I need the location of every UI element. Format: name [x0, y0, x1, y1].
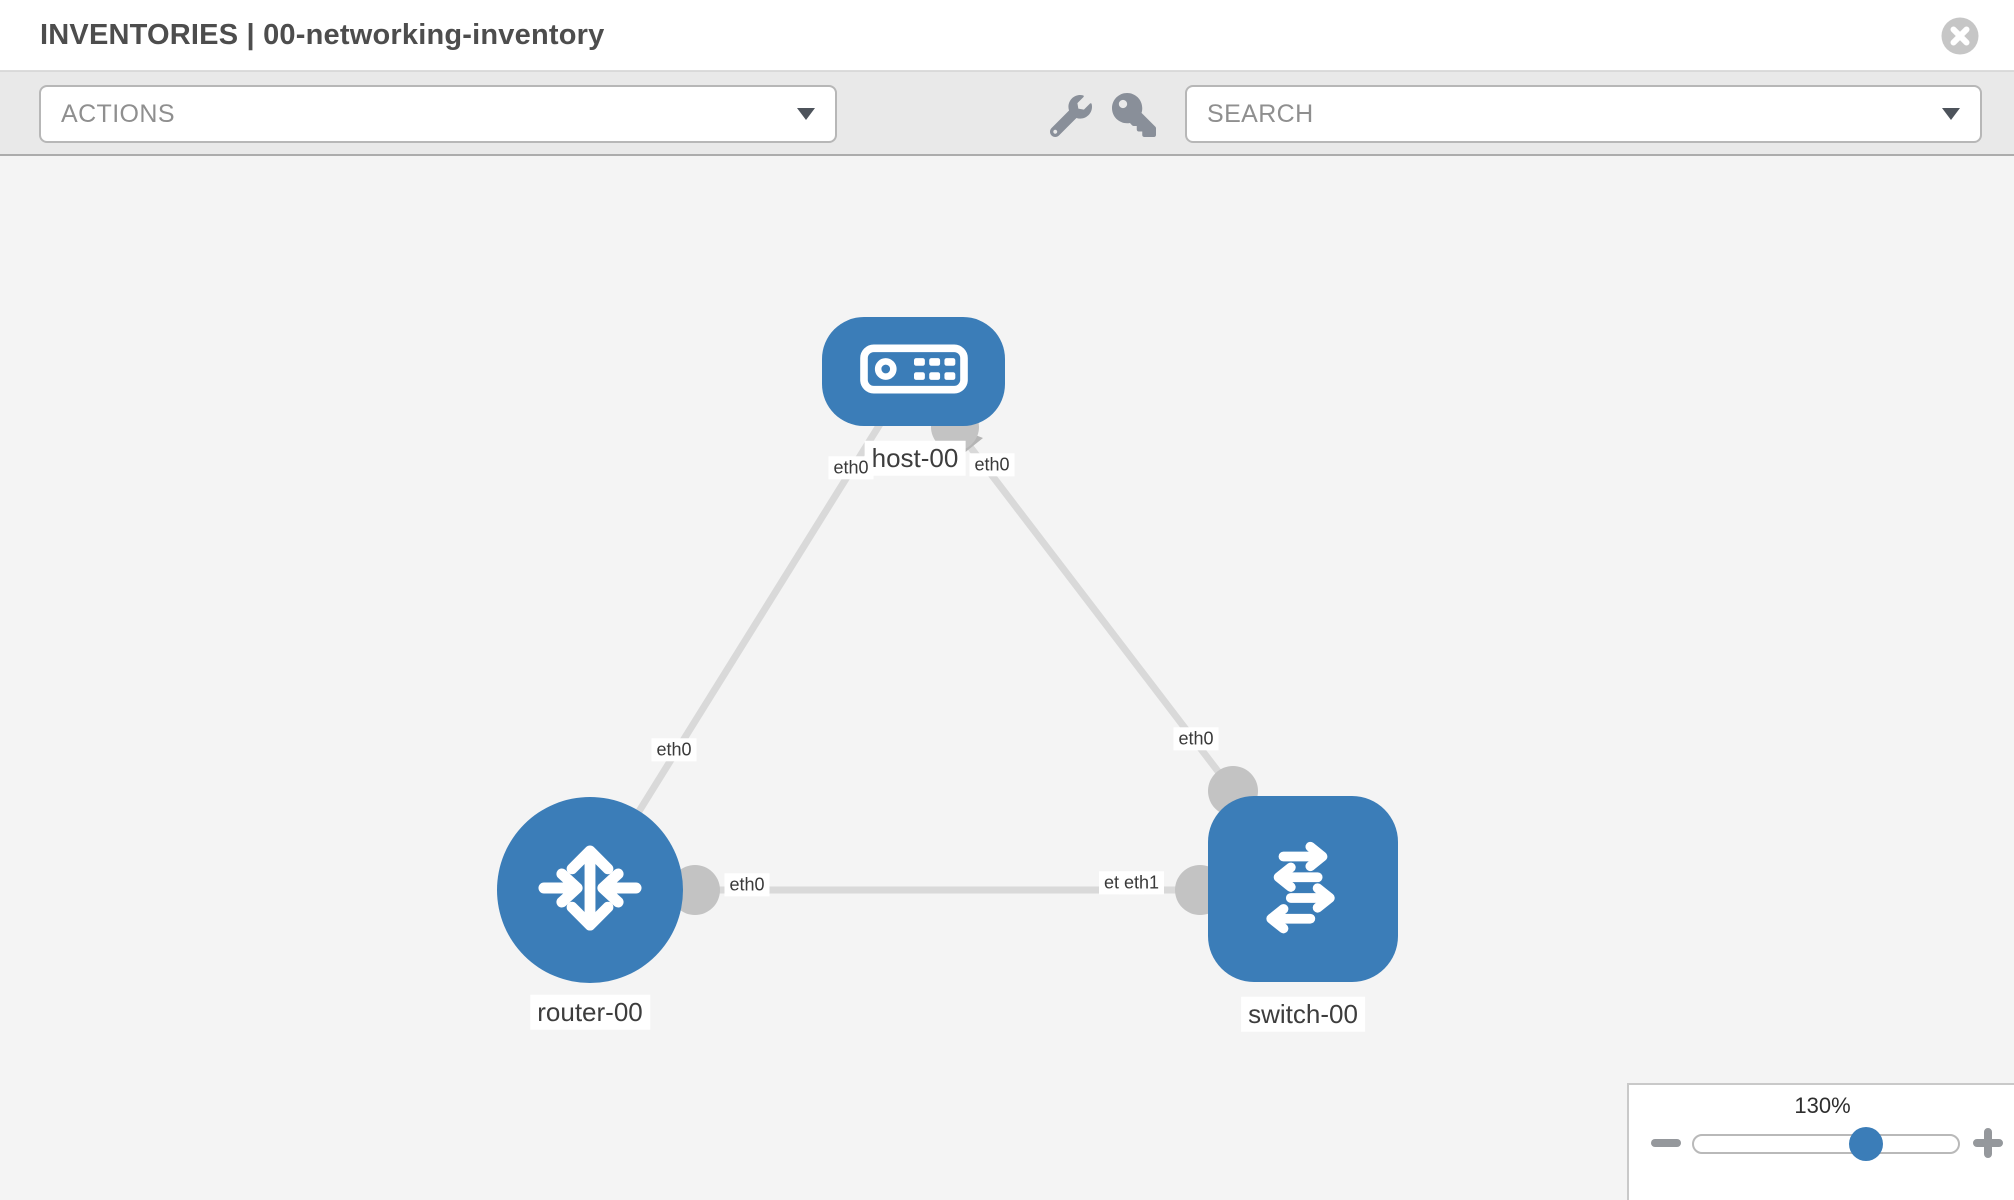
minus-icon — [1650, 1139, 1682, 1162]
node-switch-00[interactable] — [1208, 796, 1398, 982]
caret-down-icon — [1942, 108, 1960, 120]
toolbar: ACTIONS SEARCH — [0, 71, 2014, 156]
node-router-00[interactable] — [497, 797, 683, 983]
iface-label-router-to-host: eth0 — [651, 738, 697, 762]
connector-router-right — [670, 865, 720, 915]
page-header: INVENTORIES | 00-networking-inventory — [0, 0, 2014, 71]
caret-down-icon — [797, 108, 815, 120]
host-icon — [859, 344, 969, 399]
zoom-level: 130% — [1794, 1093, 1851, 1118]
zoom-out-button[interactable] — [1650, 1127, 1682, 1162]
page-title: INVENTORIES | 00-networking-inventory — [40, 19, 605, 51]
iface-label-switch-to-host: eth0 — [1173, 727, 1219, 751]
search-dropdown-label: SEARCH — [1207, 99, 1314, 128]
topology-links-layer — [587, 369, 1258, 915]
search-dropdown[interactable]: SEARCH — [1185, 85, 1982, 143]
key-icon — [1112, 93, 1156, 140]
zoom-panel: 130% — [1627, 1083, 2014, 1200]
switch-icon — [1242, 826, 1364, 953]
iface-label-switch-to-router: eth1 — [1119, 871, 1165, 895]
node-label-router: router-00 — [530, 994, 650, 1030]
iface-label-host-to-router: eth0 — [828, 456, 874, 480]
node-label-switch: switch-00 — [1241, 996, 1365, 1032]
topology-canvas[interactable]: host-00 router-00 switch-00 eth0 eth0 et… — [0, 156, 2014, 1200]
plus-icon — [1972, 1128, 2004, 1162]
credentials-button[interactable] — [1112, 93, 1156, 140]
wrench-icon — [1049, 95, 1092, 140]
router-icon — [526, 824, 654, 957]
close-button[interactable] — [1941, 17, 1979, 55]
zoom-slider-handle[interactable] — [1849, 1127, 1883, 1161]
node-label-host: host-00 — [864, 440, 966, 476]
circle-close-icon — [1941, 17, 1979, 58]
iface-label-router-to-switch: eth0 — [724, 873, 770, 897]
actions-dropdown-label: ACTIONS — [61, 99, 175, 128]
configure-button[interactable] — [1049, 95, 1092, 140]
zoom-in-button[interactable] — [1972, 1127, 2004, 1162]
iface-label-host-to-switch: eth0 — [969, 453, 1015, 477]
actions-dropdown[interactable]: ACTIONS — [39, 85, 837, 143]
node-host-00[interactable] — [822, 317, 1005, 426]
zoom-slider-track[interactable] — [1692, 1127, 1960, 1161]
